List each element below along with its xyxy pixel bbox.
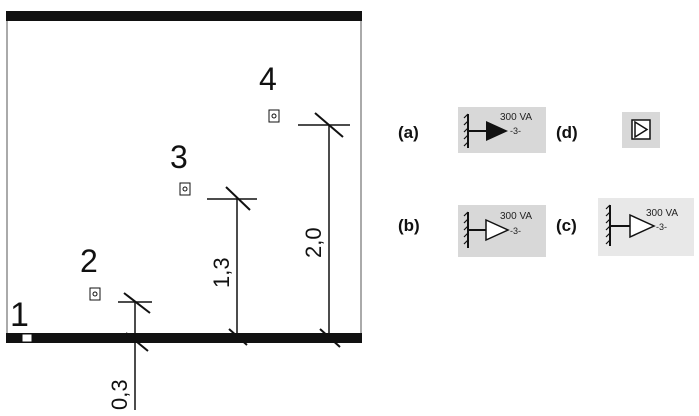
legend-tag-a: (a) — [398, 123, 419, 142]
wall-hatch-icon — [463, 113, 486, 148]
dimension-0-3 — [118, 292, 152, 410]
outlet-2 — [89, 287, 101, 301]
dimension-label-2-0: 2,0 — [301, 227, 326, 258]
room-outline — [6, 11, 362, 343]
point-1-outlet — [21, 333, 33, 343]
bottom-wall — [6, 333, 362, 343]
point-label-4: 4 — [259, 61, 277, 97]
symbol-d — [622, 112, 660, 148]
point-label-1: 1 — [10, 296, 29, 334]
legend-tag-c: (c) — [556, 216, 577, 235]
point-label-3: 3 — [170, 139, 188, 175]
dimension-2-0 — [298, 112, 350, 348]
symbol-c: 300 VA -3- — [598, 198, 694, 256]
dimension-label-0-3: 0,3 — [107, 379, 132, 410]
top-wall — [6, 11, 362, 21]
open-triangle-icon — [485, 218, 510, 242]
filled-triangle-icon — [486, 121, 508, 141]
wall-hatch-icon — [605, 204, 630, 246]
outlet-3 — [179, 182, 191, 196]
legend-tag-d: (d) — [556, 123, 578, 142]
symbol-b-power: 300 VA — [500, 211, 532, 222]
symbol-c-circuit: -3- — [656, 222, 667, 232]
wall-hatch-icon — [463, 211, 486, 248]
symbol-b-circuit: -3- — [510, 226, 521, 236]
dimension-1-3 — [207, 186, 257, 346]
symbol-b: 300 VA -3- — [458, 205, 546, 257]
outlet-4 — [268, 109, 280, 123]
open-triangle-icon — [629, 213, 656, 239]
legend-tag-b: (b) — [398, 216, 420, 235]
symbol-a: 300 VA -3- — [458, 107, 546, 153]
symbol-a-power: 300 VA — [500, 112, 532, 123]
point-label-2: 2 — [80, 243, 98, 279]
boxed-triangle-icon — [634, 120, 649, 139]
symbol-c-power: 300 VA — [646, 208, 678, 219]
dimension-label-1-3: 1,3 — [209, 257, 234, 288]
symbol-a-circuit: -3- — [510, 126, 521, 136]
